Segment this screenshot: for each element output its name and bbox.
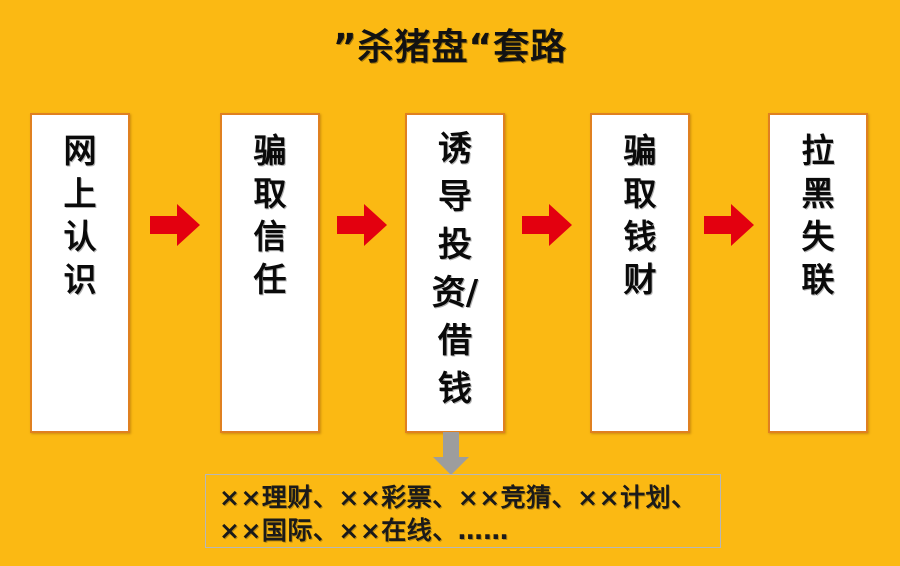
flow-step-box-1: 网上认识 (30, 113, 130, 433)
flow-step-box-5: 拉黑失联 (768, 113, 868, 433)
down-arrow-icon (432, 432, 470, 476)
flow-step-label-1: 网上认识 (63, 131, 97, 299)
right-arrow-icon (704, 203, 754, 247)
page-title: ”杀猪盘“套路 (332, 27, 568, 68)
right-arrow-icon (522, 203, 572, 247)
flow-step-box-3: 诱导投资/借钱 (405, 113, 505, 433)
flow-step-label-2: 骗取信任 (253, 131, 287, 299)
examples-caption-text: ××理财、××彩票、××竞猜、××计划、 ××国际、××在线、…… (219, 481, 711, 547)
flow-step-label-4: 骗取钱财 (623, 131, 657, 299)
flow-step-box-2: 骗取信任 (220, 113, 320, 433)
right-arrow-icon (150, 203, 200, 247)
examples-caption-line-1: ××理财、××彩票、××竞猜、××计划、 (219, 483, 697, 512)
flow-step-label-5: 拉黑失联 (801, 131, 835, 299)
examples-caption-box: ××理财、××彩票、××竞猜、××计划、 ××国际、××在线、…… (205, 474, 721, 548)
examples-caption-line-2: ××国际、××在线、…… (219, 516, 509, 545)
right-arrow-icon (337, 203, 387, 247)
flow-step-box-4: 骗取钱财 (590, 113, 690, 433)
flow-step-label-3: 诱导投资/借钱 (431, 129, 479, 409)
